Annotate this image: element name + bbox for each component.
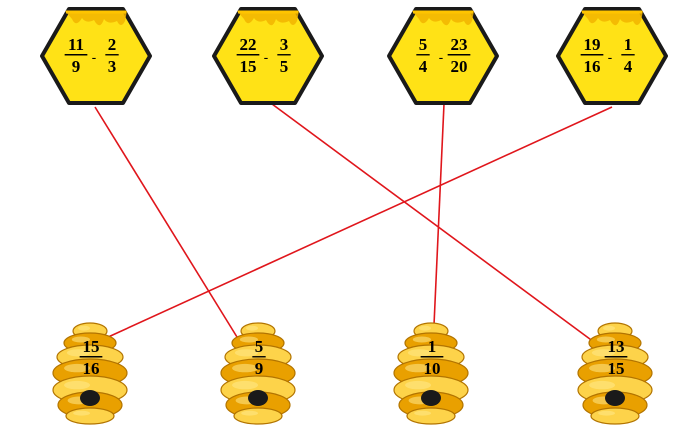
hive-highlight [603,325,615,331]
hive-band [65,407,115,425]
hive-highlight [412,336,431,343]
hive-highlight [234,349,258,357]
minus-sign: - [92,49,97,65]
expression-3-first-numerator: 5 [419,35,428,54]
expression-4-second-denominator: 4 [624,57,633,76]
hive-entrance [605,390,625,406]
expression-hexagon-1[interactable]: 11 9-2 3 [40,7,152,105]
hive-band [590,407,640,425]
expression-1-first-numerator: 11 [68,35,84,54]
expression-4-first-numerator: 19 [584,35,601,54]
expression-hexagon-2[interactable]: 22 15-3 5 [212,7,324,105]
expression-2-first-denominator: 15 [240,57,257,76]
honey-drip [65,11,127,26]
hive-highlight [232,363,258,373]
hive-highlight [591,349,615,357]
expression-hexagon-3[interactable]: 5 4-23 20 [387,7,499,105]
expression-1-second-numerator: 2 [108,35,117,54]
hive-band [406,407,456,425]
hive-entrance [248,390,268,406]
hive-highlight [246,325,258,331]
hive-entrance [421,390,441,406]
hive-highlight [596,336,616,343]
expression-2-second-numerator: 3 [280,35,289,54]
minus-sign: - [608,49,613,65]
expression-3-first-denominator: 4 [419,57,428,76]
answer-4-numerator: 13 [608,337,625,356]
hive-highlight [64,380,91,390]
answer-3-numerator: 1 [428,337,437,356]
connection-lines [94,103,613,346]
hive-highlight [589,363,615,373]
hive-highlight [419,325,431,331]
match-line-1 [94,106,238,338]
hive-highlight [405,380,431,390]
hive-highlight [405,363,431,373]
minus-sign: - [264,49,269,65]
expression-3-second-numerator: 23 [451,35,468,54]
hexagon-shape [556,7,668,105]
hive-highlight [407,349,432,357]
hexagon-shape [387,7,499,105]
answer-2-denominator: 9 [255,359,264,378]
expression-4-first-denominator: 16 [584,57,601,76]
match-line-2 [271,103,599,346]
hive-highlight [66,349,90,357]
answer-1-denominator: 16 [83,359,100,378]
hive-highlight [232,380,258,390]
hive-highlight [73,410,90,416]
expression-hexagon-4[interactable]: 19 16-1 4 [556,7,668,105]
hive-highlight [78,325,91,331]
answer-beehive-2[interactable]: 59 [220,322,296,425]
expression-2-second-denominator: 5 [280,57,289,76]
answer-4-denominator: 15 [608,359,625,378]
expression-4-second-numerator: 1 [624,35,633,54]
hive-highlight [241,410,258,416]
honey-drip [581,11,643,26]
answer-beehive-3[interactable]: 110 [393,322,469,425]
hive-highlight [64,363,91,373]
expression-1-first-denominator: 9 [72,57,81,76]
answer-3-denominator: 10 [424,359,441,378]
hexagon-shape [212,7,324,105]
expression-3-second-denominator: 20 [451,57,468,76]
hive-highlight [414,410,431,416]
hive-band [233,407,283,425]
answer-2-numerator: 5 [255,337,264,356]
minus-sign: - [439,49,444,65]
hive-highlight [589,380,615,390]
answer-1-numerator: 15 [83,337,100,356]
hive-entrance [80,390,100,406]
expression-2-first-numerator: 22 [240,35,257,54]
honey-drip [412,11,474,26]
expression-1-second-denominator: 3 [108,57,117,76]
match-line-4 [105,106,613,339]
honey-drip [237,11,299,26]
match-line-3 [433,103,445,326]
hive-highlight [598,410,615,416]
hive-highlight [239,336,258,343]
hive-highlight [71,336,90,343]
hexagon-shape [40,7,152,105]
